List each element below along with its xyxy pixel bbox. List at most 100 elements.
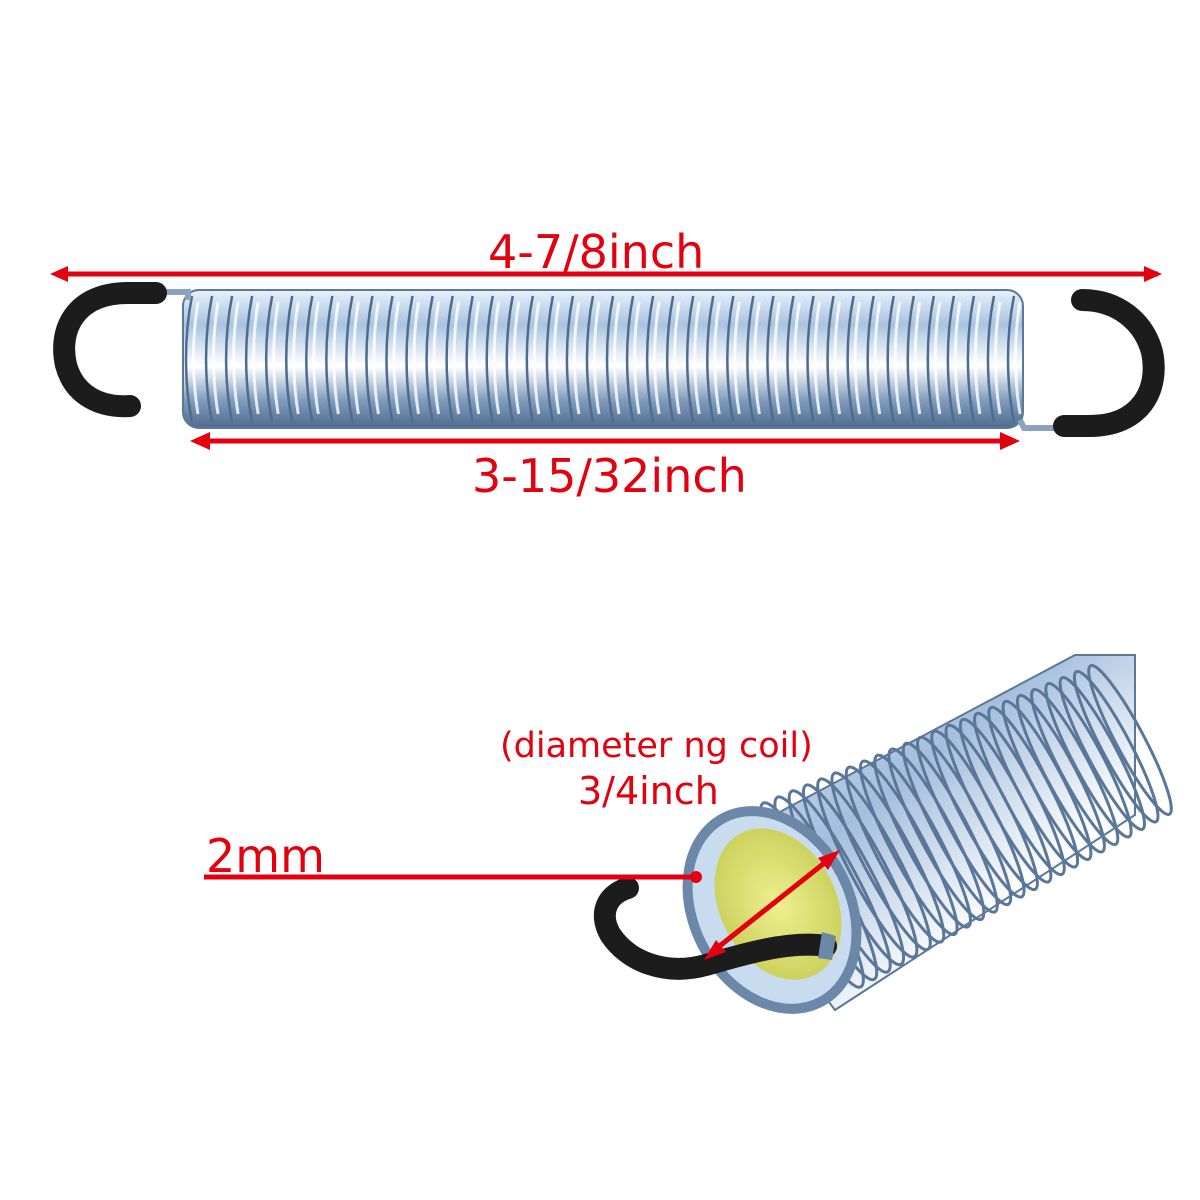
coil-highlight (312, 301, 320, 415)
coil-highlight (733, 301, 741, 415)
coil-turn (986, 295, 996, 423)
coil-turn (685, 295, 695, 423)
coil-turn (706, 295, 715, 423)
coil-turn (244, 295, 254, 423)
coil-turn (1006, 295, 1016, 423)
coil-highlight (272, 301, 280, 415)
coil-highlight (953, 301, 962, 415)
top-spring (53, 282, 1165, 437)
coil-highlight (613, 301, 621, 415)
coil-turn (1072, 669, 1160, 824)
coil-highlight (252, 301, 260, 415)
coil-highlight (452, 301, 461, 415)
coil-turn (224, 295, 234, 423)
coil-turn (926, 295, 936, 423)
coil-turn (264, 295, 274, 423)
coil-turn (906, 295, 915, 423)
coil-highlight (532, 301, 541, 415)
coil-turn (585, 295, 595, 423)
coil-highlight (552, 301, 561, 415)
coil-turn (946, 295, 956, 423)
coil-highlight (392, 301, 400, 415)
coil-diameter-note: (diameter ng coil) (500, 726, 813, 766)
coil-turn (204, 295, 214, 423)
coil-highlight (973, 301, 982, 415)
coil-highlight (753, 301, 761, 415)
coil-diameter-arrow (710, 855, 834, 954)
top-spring-body (182, 289, 1024, 429)
coil-turn (425, 295, 434, 423)
coil-highlight (292, 301, 300, 415)
coil-highlight (1014, 301, 1022, 415)
coil-turn (345, 295, 354, 423)
top-spring-coils (184, 295, 1022, 423)
bottom-spring-hook-cap (818, 932, 836, 960)
top-spring-right-lead (1017, 418, 1062, 431)
coil-turn (887, 747, 986, 922)
coil-turn (1044, 681, 1133, 839)
bottom-spring (593, 654, 1173, 1014)
coil-highlight (673, 301, 681, 415)
total-length-arrowhead-right (1144, 266, 1162, 282)
top-spring-right-hook (1053, 289, 1165, 437)
coil-highlight (432, 301, 441, 415)
coil-turn (505, 295, 515, 423)
coil-turn (545, 295, 555, 423)
coil-turn (886, 295, 895, 423)
coil-turn (305, 295, 314, 423)
coil-turn (806, 295, 815, 423)
coil-turn (645, 295, 655, 423)
coil-highlight (893, 301, 902, 415)
coil-turn (665, 295, 675, 423)
coil-turn (844, 765, 946, 944)
coil-turn (184, 295, 194, 423)
coil-turn (1058, 676, 1146, 831)
coil-highlight (512, 301, 521, 415)
body-length-label: 3-15/32inch (472, 449, 747, 503)
coil-turn (1030, 687, 1120, 847)
total-length-arrowhead-left (50, 266, 68, 282)
coil-highlight (713, 301, 721, 415)
coil-turn (826, 295, 835, 423)
coil-turn (445, 295, 454, 423)
coil-diameter-label: 3/4inch (578, 769, 719, 813)
coil-turn (405, 295, 414, 423)
coil-turn (846, 295, 855, 423)
coil-highlight (873, 301, 882, 415)
coil-turn (565, 295, 575, 423)
total-length-label: 4-7/8inch (488, 225, 705, 279)
coil-highlight (412, 301, 421, 415)
coil-highlight (693, 301, 701, 415)
body-length-arrowhead-left (190, 432, 210, 450)
coil-turn (766, 295, 775, 423)
coil-turn (746, 295, 755, 423)
body-length-arrowhead-right (1000, 432, 1020, 450)
coil-turn (859, 759, 959, 937)
coil-highlight (773, 301, 781, 415)
coil-turn (966, 295, 976, 423)
top-spring-left-lead (160, 289, 191, 300)
coil-diameter-arrowhead-high (818, 850, 840, 870)
coil-highlight (372, 301, 380, 415)
coil-turn (325, 295, 334, 423)
coil-highlight (633, 301, 641, 415)
coil-highlight (492, 301, 501, 415)
coil-highlight (833, 301, 842, 415)
coil-highlight (593, 301, 601, 415)
coil-highlight (192, 301, 200, 415)
coil-highlight (813, 301, 821, 415)
wire-diameter-dot (690, 871, 702, 883)
wire-diameter-label: 2mm (206, 829, 325, 883)
coil-turn (873, 753, 972, 929)
coil-turn (726, 295, 735, 423)
coil-highlight (793, 301, 801, 415)
coil-highlight (232, 301, 240, 415)
coil-turn (465, 295, 474, 423)
coil-highlight (352, 301, 360, 415)
coil-turn (866, 295, 875, 423)
coil-turn (385, 295, 394, 423)
coil-turn (786, 295, 795, 423)
coil-turn (625, 295, 635, 423)
coil-turn (485, 295, 494, 423)
